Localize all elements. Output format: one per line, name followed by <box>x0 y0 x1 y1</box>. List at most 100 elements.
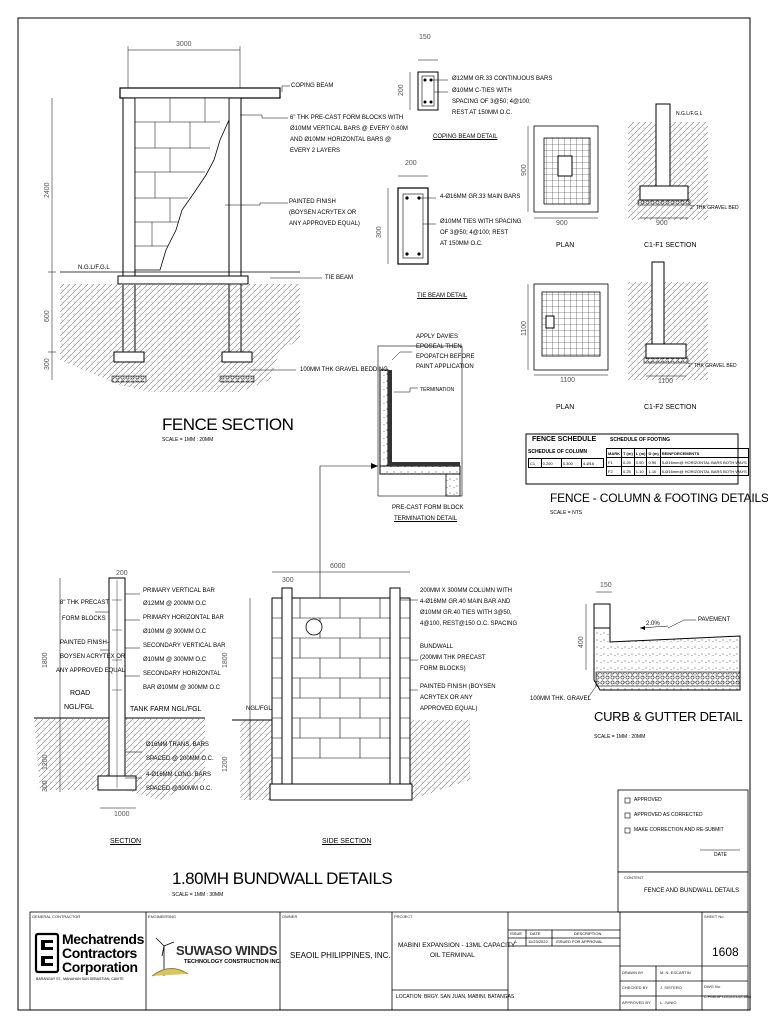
tie-width-dim: 200 <box>405 160 417 167</box>
bar-note-7: SECONDARY HORIZONTAL <box>143 671 221 677</box>
coping-note-1: Ø12MM GR.33 CONTINUOUS BARS <box>452 76 553 82</box>
pavement-label: PAVEMENT <box>698 617 731 623</box>
paint-note-1: PAINTED FINISH (BOYSEN <box>420 684 496 690</box>
approval-date: DATE <box>714 852 727 858</box>
termination-note-2: EPOSEAL THEN <box>416 344 462 350</box>
column-schedule-cell: C1 <box>528 458 542 468</box>
approved-option: APPROVED <box>634 797 662 803</box>
bund-h3-dim: 300 <box>42 780 49 792</box>
content-label: CONTENT <box>624 875 644 880</box>
project-line-1: MABINI EXPANSION - 13ML CAPACITY <box>398 942 516 949</box>
mechatrends-logo-mark <box>34 932 60 974</box>
blocks-note-4: EVERY 2 LAYERS <box>290 148 341 154</box>
contractor-line-1: Mechatrends <box>62 931 144 947</box>
curb-top-dim: 150 <box>600 582 612 589</box>
f2-base-dim: 1100 <box>658 378 674 385</box>
drawn-by-label: DRAWN BY <box>622 970 644 975</box>
termination-label: TERMINATION <box>420 387 455 393</box>
col-note-3: Ø10MM GR.40 TIES WITH 3@50, <box>420 610 512 616</box>
owner-label: OWNER <box>282 914 298 919</box>
footing-schedule-cell: 5-Ø16mm@ HORIZONTAL BARS BOTH WAYS <box>659 457 749 467</box>
col-note-4: 4@100, REST@150 O.C. SPACING <box>420 621 518 627</box>
bund-ngl-label: NGL/FGL <box>64 704 94 711</box>
plan1-dim: 900 <box>521 164 528 176</box>
coping-height-dim: 200 <box>398 84 405 96</box>
paint-note-3: APPROVED EQUAL) <box>420 706 478 712</box>
column-schedule-cell: 4-Ø16 <box>581 458 604 468</box>
approval-frame <box>617 789 749 873</box>
side-col-dim: 300 <box>282 577 294 584</box>
general-contractor-label: GENERAL CONTRACTOR <box>32 914 81 919</box>
side-section-drawing <box>232 571 470 801</box>
tie-beam-detail-drawing <box>387 175 436 265</box>
bar-note-5: SECONDARY VERTICAL BAR <box>143 643 226 649</box>
termination-title-2: TERMINATION DETAIL <box>394 516 458 522</box>
f1-ngl: N.G.L/F.G.L <box>676 111 703 117</box>
fence-footing-dim: 600 <box>44 310 51 322</box>
f1-base-dim: 900 <box>656 220 668 227</box>
tie-note-2: Ø10MM TIES WITH SPACING <box>440 219 522 225</box>
drawn-by: M. N. ESCARTIN <box>660 970 691 975</box>
tie-note-1: 4-Ø16MM GR.33 MAIN BARS <box>440 194 521 200</box>
tie-beam-detail-title: TIE BEAM DETAIL <box>417 293 468 299</box>
title-block-frame <box>29 911 749 1011</box>
approved-by-label: APPROVED BY <box>622 1000 651 1005</box>
footing-schedule-cell: 0.25 <box>621 466 635 476</box>
coping-beam-detail-drawing <box>409 59 448 111</box>
footing-schedule-cell: 6-Ø16mm@ HORIZONTAL BARS BOTH WAYS <box>659 466 749 476</box>
footing-schedule-header-cell: MARK <box>606 448 622 458</box>
bar-note-8: BAR Ø10MM @ 300MM O.C <box>143 685 221 691</box>
bund-h2-dim: 1200 <box>42 754 49 770</box>
footing-schedule-header-cell: D (m) <box>646 448 661 458</box>
footing-schedule-header-cell: REINFORCEMENTS <box>659 448 749 458</box>
plan-1-label: PLAN <box>556 242 575 249</box>
owner-name: SEAOIL PHILIPPINES, INC. <box>290 951 391 960</box>
side-width-dim: 6000 <box>330 563 346 570</box>
curb-gravel-label: 100MM THK. GRAVEL <box>530 696 591 702</box>
content-value: FENCE AND BUNDWALL DETAILS <box>644 888 740 894</box>
plan2-dim: 1100 <box>521 320 528 336</box>
side-h-dim: 1800 <box>222 652 229 668</box>
col-note-2: 4-Ø16MM GR.40 MAIN BAR AND <box>420 599 511 605</box>
approved-by: L. JUNIO <box>660 1000 677 1005</box>
termination-detail-drawing <box>319 345 463 608</box>
footing-schedule-cell: 0.25 <box>621 457 635 467</box>
footing-schedule-cell: 0.90 <box>633 457 648 467</box>
termination-title-1: PRE-CAST FORM BLOCK <box>392 505 464 511</box>
rev-issue: A <box>514 939 517 944</box>
engineering-sub: TECHNOLOGY CONSTRUCTION INC. <box>184 959 282 965</box>
gravel-bedding-label: 100MM THK GRAVEL BEDDING <box>300 367 388 373</box>
rev-header-date: DATE <box>530 931 541 936</box>
bund-section-title: SECTION <box>110 838 142 845</box>
plan2-width-dim: 1100 <box>560 377 576 384</box>
bar-note-6: Ø10MM @ 300MM O.C <box>143 657 207 663</box>
dwg-number: C-PGM-SFT-DCD-01-02-1608 <box>704 995 752 999</box>
bundwall-title: 1.80MH BUNDWALL DETAILS <box>172 869 393 888</box>
blocks-note-1: 6" THK PRE-CAST FORM BLOCKS WITH <box>290 115 404 121</box>
precast-2: FORM BLOCKS <box>62 616 106 622</box>
side-d-dim: 1200 <box>222 756 229 772</box>
f1-gravel: 2" THK GRAVEL BED <box>690 205 739 211</box>
column-schedule-cell: 0.300 <box>560 458 583 468</box>
fence-ngl-label: N.G.L/F.G.L <box>78 265 110 271</box>
fence-section-scale: SCALE = 1MM : 20MM <box>162 437 214 443</box>
curb-scale: SCALE = 1MM : 20MM <box>594 734 646 740</box>
curb-title: CURB & GUTTER DETAIL <box>594 709 743 724</box>
bund-base-dim: 1000 <box>114 811 130 818</box>
finish-note-1: PAINTED FINISH <box>289 199 336 205</box>
approved-as-corrected-option: APPROVED AS CORRECTED <box>634 812 703 818</box>
bundwall-scale: SCALE = 1MM : 30MM <box>172 892 224 898</box>
bundwall-section-drawing <box>34 577 205 809</box>
plan-2-label: PLAN <box>556 404 575 411</box>
curb-slope: 2.0% <box>646 621 660 627</box>
footing-schedule-cell: 0.90 <box>646 457 661 467</box>
fence-base-dim: 300 <box>44 358 51 370</box>
side-ngl: NGL/FGL <box>246 706 272 712</box>
column-schedule-cell: 0.200 <box>540 458 562 468</box>
termination-note-1: APPLY DAVIES <box>416 334 459 340</box>
